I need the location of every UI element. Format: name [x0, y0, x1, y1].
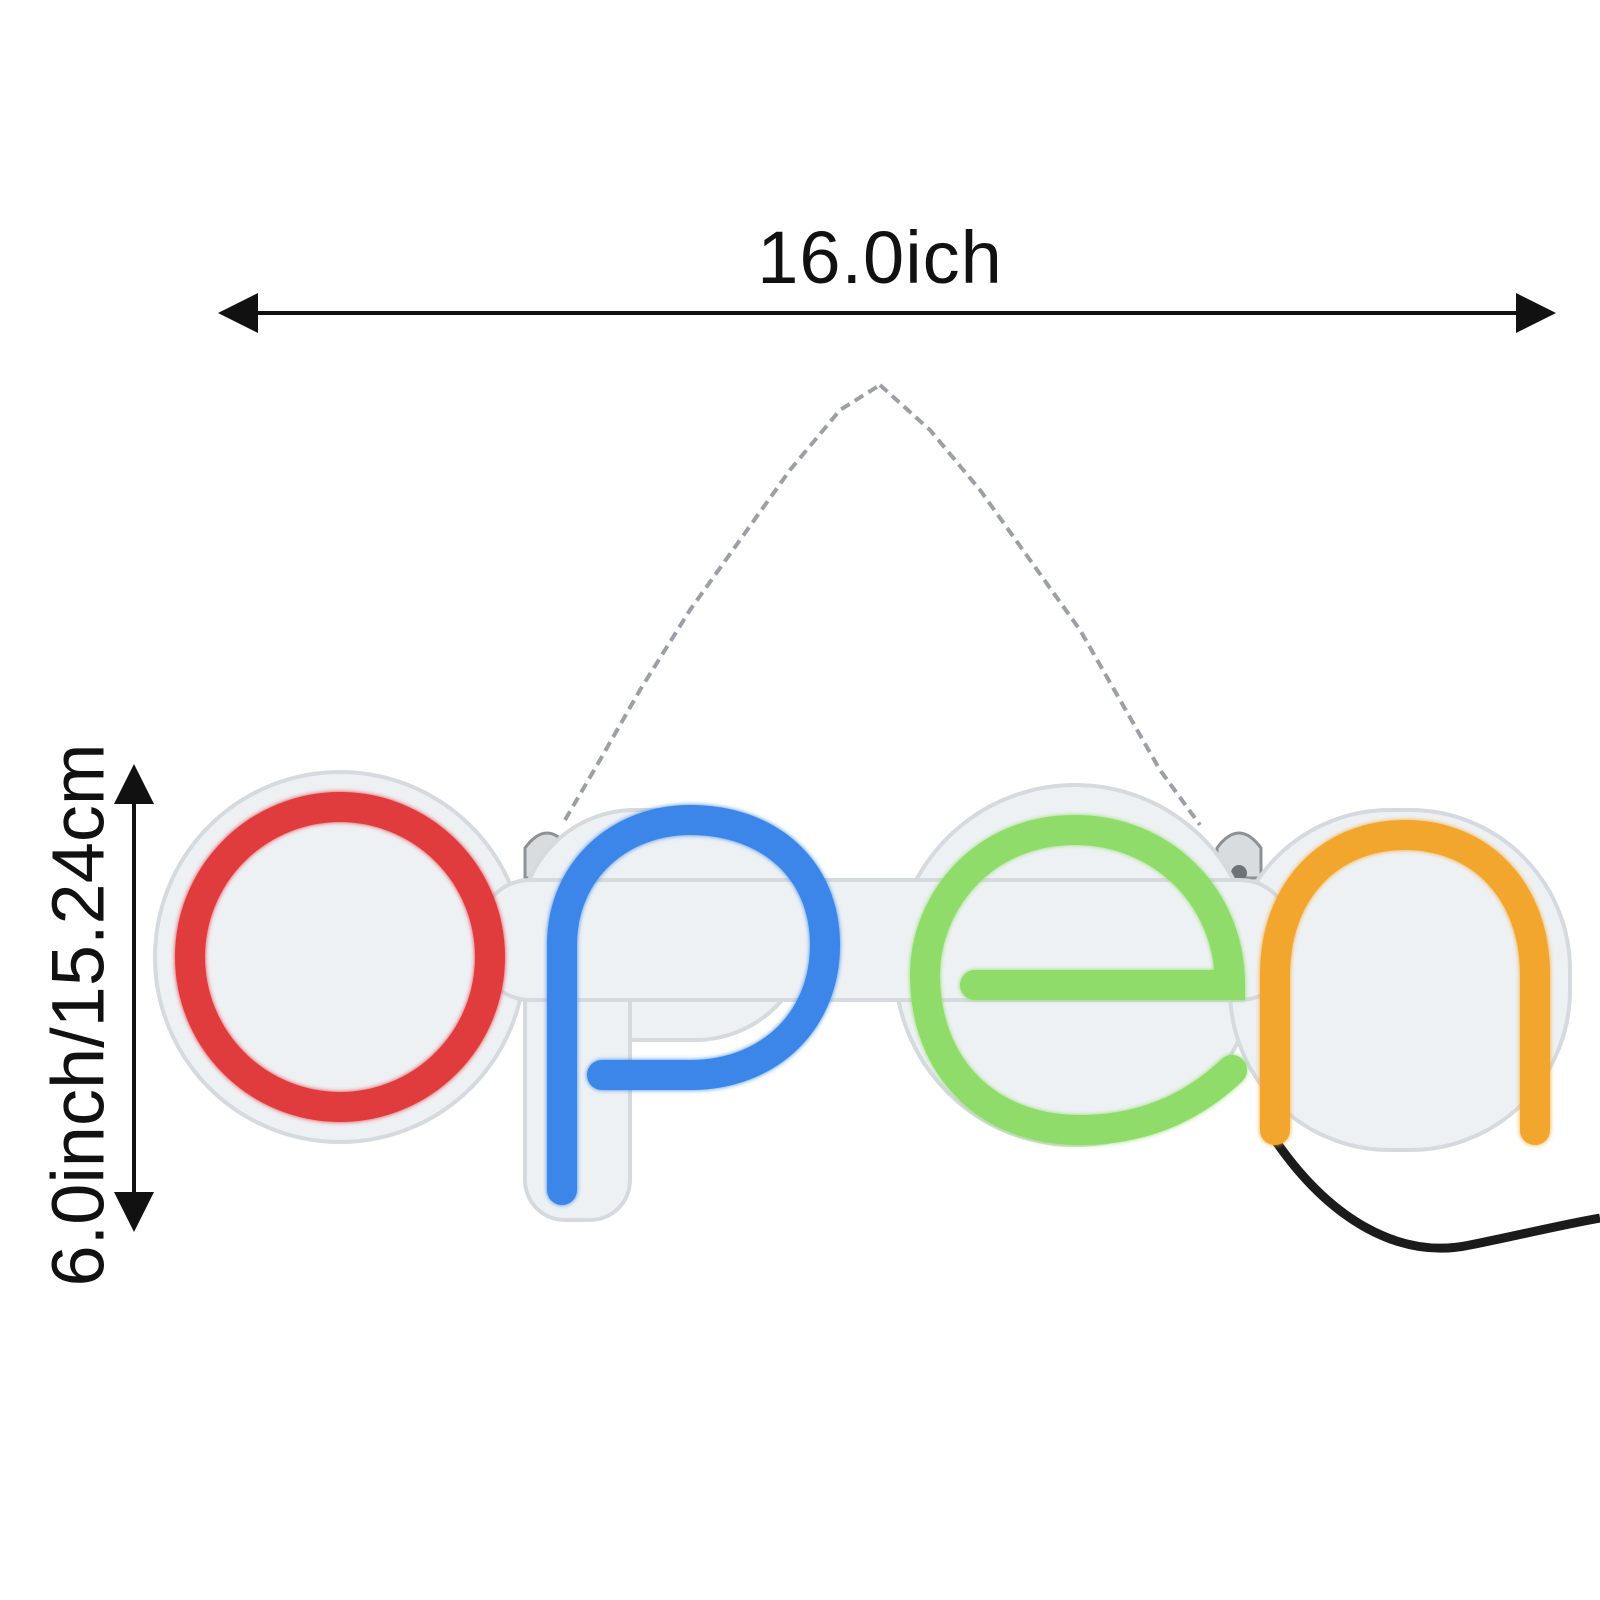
width-label: 16.0ich [757, 216, 1003, 299]
power-cable [1271, 1137, 1600, 1253]
hanging-chain [563, 383, 1202, 827]
neon-letter-o [175, 792, 505, 1122]
neon-letter-p [547, 804, 841, 1205]
neon-letter-e [909, 814, 1247, 1146]
neon-letter-n [1260, 819, 1550, 1145]
